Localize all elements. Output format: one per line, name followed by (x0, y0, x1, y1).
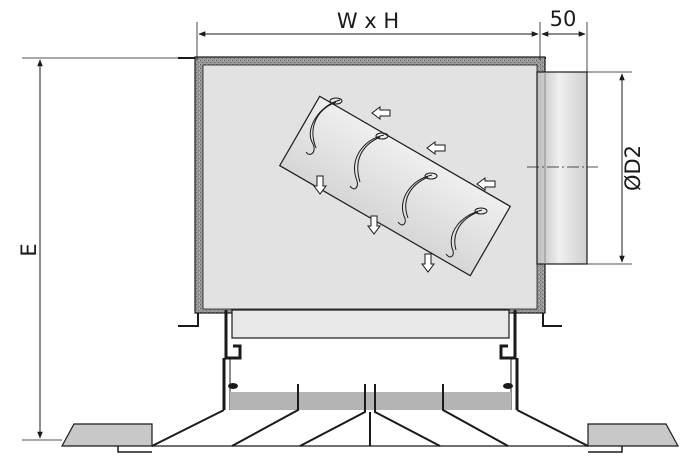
ceiling-panel-right (587, 423, 680, 453)
diameter-label: ØD2 (621, 145, 645, 191)
mounting-tab-left (178, 313, 199, 327)
diffuser-blades (151, 384, 589, 447)
grille-band (230, 392, 511, 410)
dimension-diameter: ØD2 (587, 71, 645, 265)
mounting-tab-right (542, 313, 562, 327)
dimension-height: E (17, 57, 178, 441)
dimension-collar: 50 (541, 7, 588, 72)
ceiling-panel-left (60, 423, 153, 453)
collar-length-label: 50 (550, 7, 577, 31)
outlet-neck (222, 309, 519, 410)
dimension-width: W x H (196, 9, 541, 60)
width-height-label: W x H (337, 9, 399, 33)
height-label: E (17, 243, 41, 256)
inlet-collar (527, 71, 598, 265)
damper-cables (305, 97, 488, 258)
